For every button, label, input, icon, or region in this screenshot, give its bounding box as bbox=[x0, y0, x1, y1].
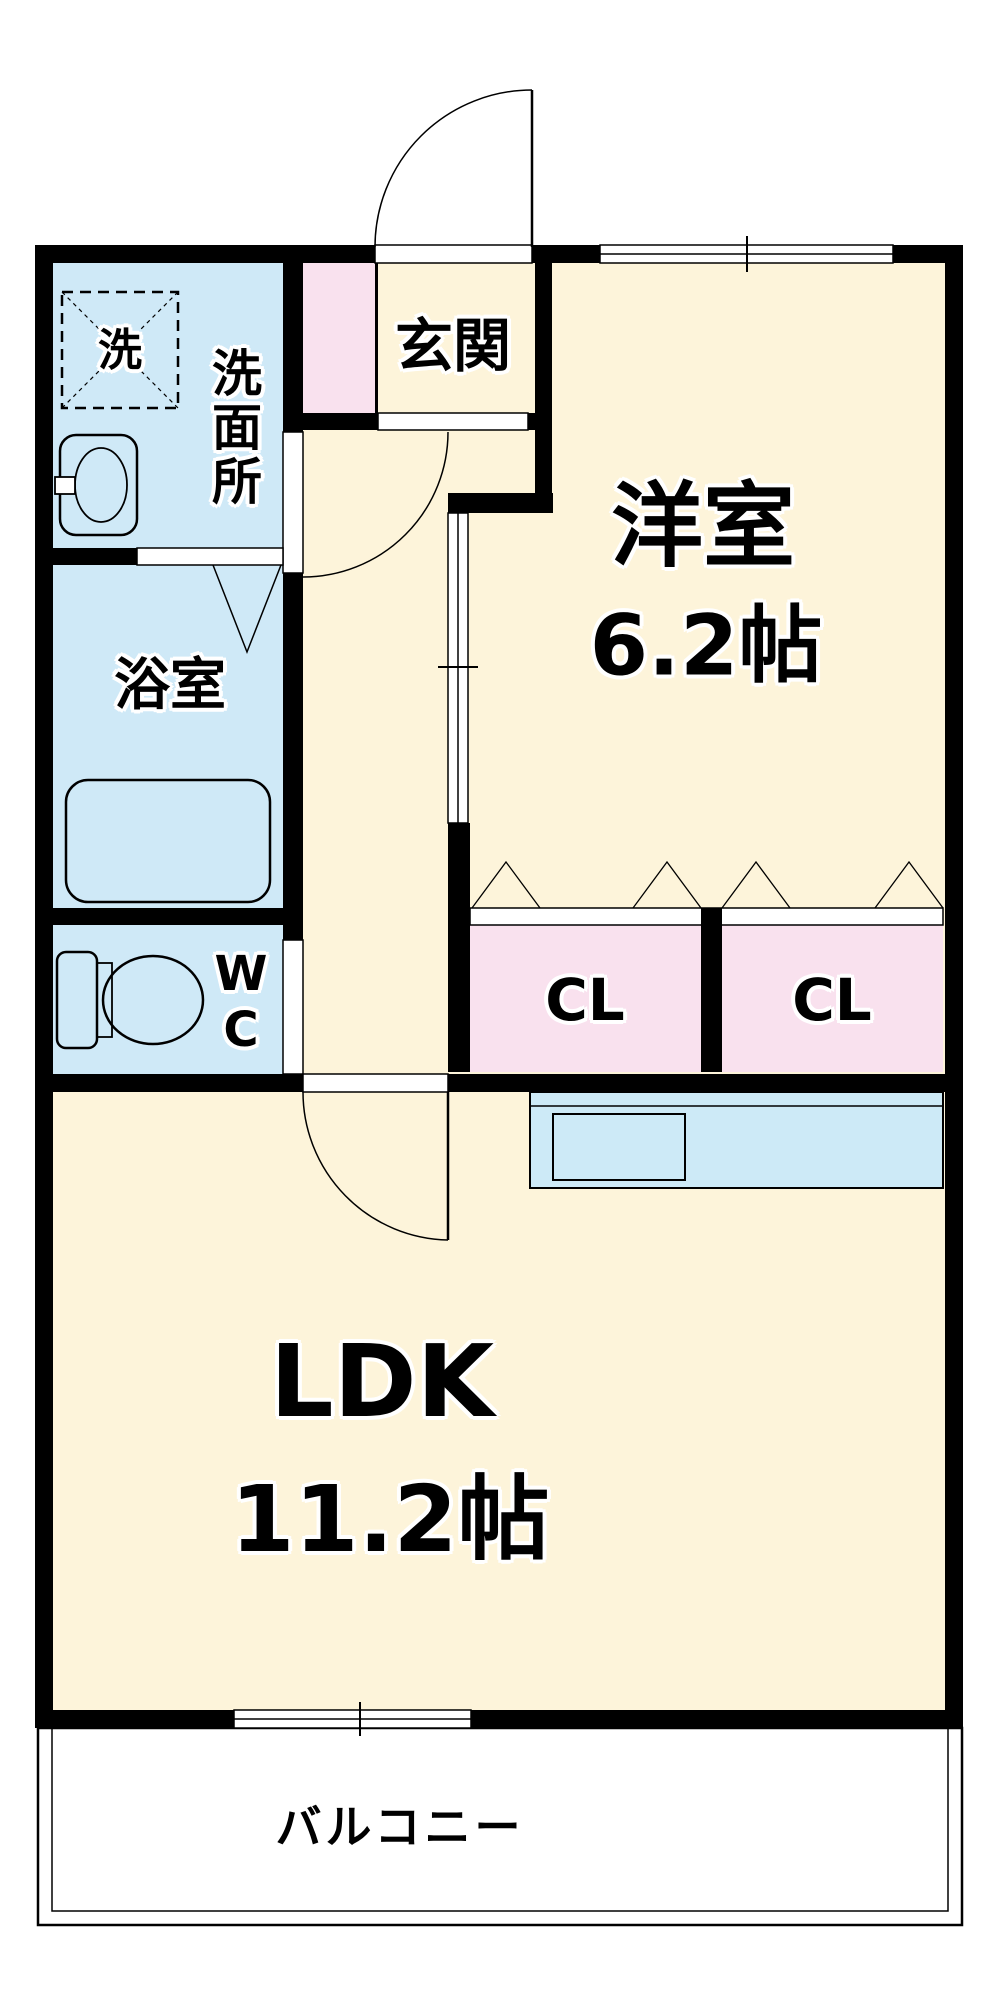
washbasin-icon bbox=[54, 433, 139, 537]
bathroom-floor bbox=[53, 565, 283, 908]
closet-door-markers bbox=[471, 860, 944, 909]
ldk-size: 11.2帖 bbox=[230, 1466, 550, 1574]
closet-divider-top bbox=[701, 908, 722, 925]
washroom-door-swing bbox=[302, 431, 449, 578]
closet-right-floor bbox=[722, 925, 943, 1072]
balcony-label: バルコニー bbox=[275, 1800, 525, 1855]
kitchen-counter-icon bbox=[529, 1091, 944, 1189]
closet-left-floor bbox=[470, 925, 701, 1072]
washing-machine-label: 洗 bbox=[98, 325, 142, 377]
sliding-door-icon bbox=[438, 512, 478, 824]
bathroom-label: 浴室 bbox=[114, 652, 226, 718]
genkan-label: 玄関 bbox=[394, 311, 512, 380]
genkan-step-line bbox=[375, 263, 378, 413]
top-window-icon bbox=[599, 236, 894, 272]
bathtub-icon bbox=[64, 778, 272, 904]
ldk-label: LDK bbox=[269, 1323, 495, 1440]
closet-left-label: CL bbox=[545, 965, 625, 1034]
washroom-floor bbox=[53, 263, 283, 548]
balcony-window-icon bbox=[233, 1702, 472, 1736]
balcony-outline bbox=[36, 1726, 964, 1927]
bathroom-folding-door-icon bbox=[212, 564, 282, 655]
ldk-door-swing bbox=[302, 1091, 450, 1241]
toilet-floor bbox=[53, 925, 285, 1074]
washroom-label: 洗面所 bbox=[204, 347, 262, 509]
toilet-label: WC bbox=[212, 946, 269, 1058]
toilet-icon bbox=[55, 950, 205, 1050]
closet-right-label: CL bbox=[792, 965, 872, 1034]
walls bbox=[35, 245, 963, 1728]
western-room-size: 6.2帖 bbox=[589, 596, 823, 695]
western-room-label: 洋室 bbox=[610, 473, 796, 581]
genkan-tile bbox=[303, 263, 375, 413]
entrance-door-swing bbox=[374, 89, 534, 248]
washing-machine-icon bbox=[60, 290, 180, 410]
